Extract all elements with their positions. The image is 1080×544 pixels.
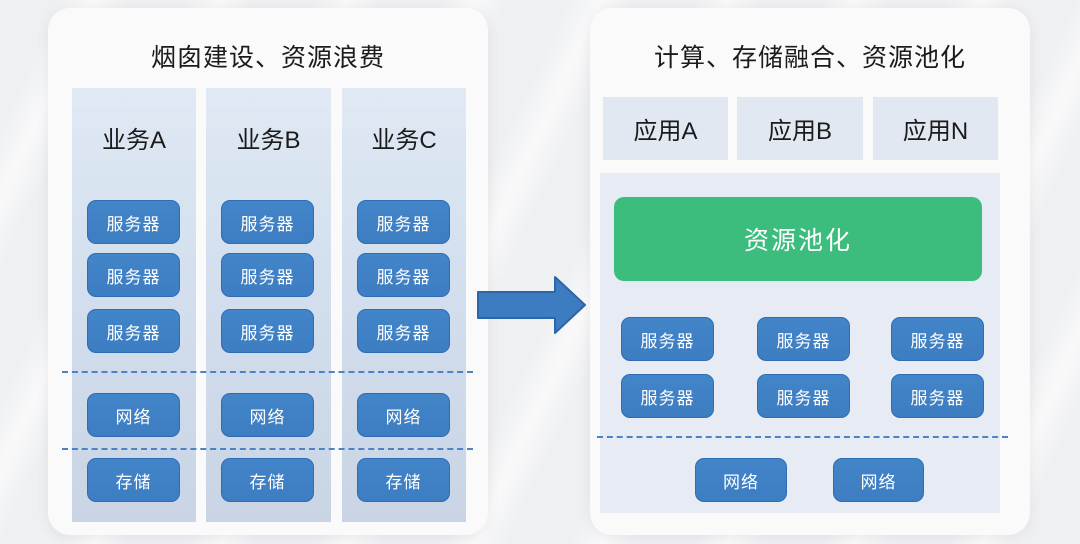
resource-pool-box: 资源池化	[614, 197, 982, 281]
server-box: 服务器	[357, 200, 450, 244]
silo-architecture-panel: 烟囱建设、资源浪费 业务A 服务器 服务器 服务器 网络 存储 业务B 服务器 …	[48, 8, 488, 535]
server-box: 服务器	[621, 317, 714, 361]
network-layer-divider	[597, 436, 1008, 438]
business-column-a: 业务A 服务器 服务器 服务器 网络 存储	[72, 88, 196, 522]
server-box: 服务器	[891, 374, 984, 418]
server-box: 服务器	[221, 253, 314, 297]
business-column-c: 业务C 服务器 服务器 服务器 网络 存储	[342, 88, 466, 522]
server-box: 服务器	[87, 309, 180, 353]
server-box: 服务器	[757, 374, 850, 418]
server-box: 服务器	[621, 374, 714, 418]
business-a-label: 业务A	[101, 127, 166, 154]
network-box: 网络	[695, 458, 787, 502]
server-box: 服务器	[87, 253, 180, 297]
network-box: 网络	[357, 393, 450, 437]
server-box: 服务器	[221, 309, 314, 353]
business-column-b: 业务B 服务器 服务器 服务器 网络 存储	[206, 88, 331, 522]
storage-layer-divider	[62, 448, 473, 450]
server-box: 服务器	[891, 317, 984, 361]
storage-box: 存储	[357, 458, 450, 502]
server-box: 服务器	[357, 253, 450, 297]
server-box: 服务器	[87, 200, 180, 244]
business-c-label: 业务C	[371, 127, 437, 154]
pooled-architecture-panel: 计算、存储融合、资源池化 应用A 应用B 应用N 资源池化 服务器 服务器 服务…	[590, 8, 1030, 535]
app-box-b: 应用B	[737, 97, 863, 160]
app-box-a: 应用A	[603, 97, 728, 160]
network-box: 网络	[87, 393, 180, 437]
storage-box: 存储	[87, 458, 180, 502]
right-arrow-icon	[477, 276, 586, 334]
right-panel-title: 计算、存储融合、资源池化	[653, 44, 966, 72]
server-box: 服务器	[757, 317, 850, 361]
network-box: 网络	[221, 393, 314, 437]
app-box-n: 应用N	[873, 97, 998, 160]
network-layer-divider	[62, 371, 473, 373]
left-panel-title: 烟囱建设、资源浪费	[150, 44, 385, 72]
server-box: 服务器	[221, 200, 314, 244]
storage-box: 存储	[221, 458, 314, 502]
resource-pool-container: 资源池化 服务器 服务器 服务器 服务器 服务器 服务器 网络 网络	[597, 173, 1008, 513]
business-b-label: 业务B	[236, 127, 301, 154]
network-box: 网络	[833, 458, 924, 502]
server-box: 服务器	[357, 309, 450, 353]
